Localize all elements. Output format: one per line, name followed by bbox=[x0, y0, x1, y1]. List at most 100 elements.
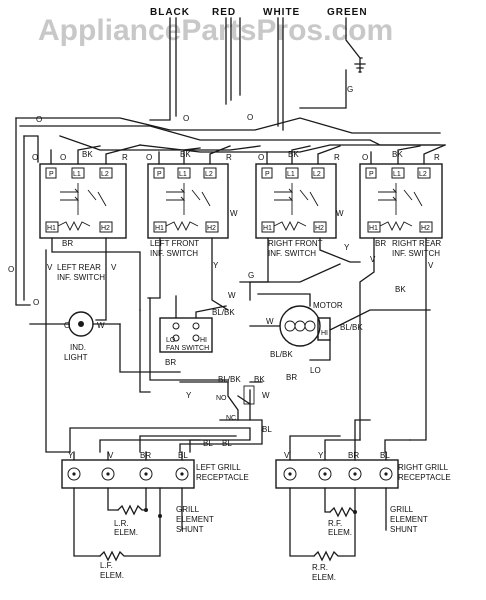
switch-lf-term-p: P bbox=[157, 171, 162, 178]
fan-switch-wire-blbk: BL/BK bbox=[212, 308, 235, 317]
fan-switch-hi: HI bbox=[200, 337, 207, 344]
switch-rr-wire-v: V bbox=[370, 255, 376, 264]
motor-label: MOTOR bbox=[313, 301, 343, 310]
rf-elem-line1: R.F. bbox=[328, 519, 342, 528]
switch-lr-wire-o: O bbox=[32, 153, 38, 162]
wire-code-orange-3: O bbox=[247, 113, 253, 122]
left-shunt-line3: SHUNT bbox=[176, 525, 204, 534]
lf-elem-line2: ELEM. bbox=[100, 571, 124, 580]
right-shunt-line1: GRILL bbox=[390, 505, 414, 514]
switch-rf-term-l2: L2 bbox=[313, 171, 321, 178]
switch-lr-wire-o2: O bbox=[60, 153, 66, 162]
switch-rr-term-l2: L2 bbox=[419, 171, 427, 178]
switch-rr-wire-o: O bbox=[362, 153, 368, 162]
switch-rf-term-h1: H1 bbox=[263, 225, 272, 232]
switch-lf-term-l1: L1 bbox=[179, 171, 187, 178]
ground-icon bbox=[354, 57, 366, 73]
right-rec-term-v: V bbox=[284, 451, 290, 460]
supply-label-white: WHITE bbox=[263, 7, 300, 18]
supply-label-red: RED bbox=[212, 7, 236, 18]
right-shunt-line2: ELEMENT bbox=[390, 515, 428, 524]
switch-wires bbox=[45, 144, 446, 453]
switch-rf-wire-bk: BK bbox=[288, 150, 299, 159]
relay bbox=[179, 381, 263, 431]
left-element-wiring bbox=[73, 487, 183, 562]
switch-rf-wire-w: W bbox=[336, 209, 344, 218]
switch-rf-wire-r: R bbox=[334, 153, 340, 162]
ind-light-line2: LIGHT bbox=[64, 353, 88, 362]
switch-rf-term-h2: H2 bbox=[315, 225, 324, 232]
switch-rf-wire-y: Y bbox=[344, 243, 350, 252]
motor-wire-g: G bbox=[248, 271, 254, 280]
switch-lf-term-h2: H2 bbox=[207, 225, 216, 232]
switch-lr-wire-v2: V bbox=[111, 263, 117, 272]
lr-elem-line2: ELEM. bbox=[114, 528, 138, 537]
switch-left-front: P L1 L2 H1 H2 bbox=[147, 163, 229, 239]
fan-switch bbox=[159, 295, 227, 353]
motor-term-hi: HI bbox=[321, 330, 328, 337]
left-rec-term-br: BR bbox=[140, 451, 151, 460]
switch-lf-wire-w: W bbox=[230, 209, 238, 218]
supply-wires bbox=[149, 17, 363, 131]
right-rec-line2: RECEPTACLE bbox=[398, 473, 451, 482]
ind-light-wire-o: O bbox=[64, 321, 70, 330]
switch-lr-term-h1: H1 bbox=[47, 225, 56, 232]
switch-right-rear: P L1 L2 H1 H2 bbox=[359, 163, 443, 239]
fan-switch-label: FAN SWITCH bbox=[166, 345, 209, 352]
wire-code-orange-2: O bbox=[183, 114, 189, 123]
ind-light-wire-w: W bbox=[97, 321, 105, 330]
switch-lr-line2: INF. SWITCH bbox=[57, 273, 105, 282]
right-rec-term-bl: BL bbox=[380, 451, 390, 460]
lr-elem-line1: L.R. bbox=[114, 519, 129, 528]
switch-lf-line2: INF. SWITCH bbox=[150, 249, 198, 258]
top-harness bbox=[15, 117, 446, 306]
switch-lf-wire-y: Y bbox=[213, 261, 219, 270]
left-rec-term-bl: BL bbox=[178, 451, 188, 460]
right-rec-term-br: BR bbox=[348, 451, 359, 460]
left-rec-term-y: Y bbox=[68, 451, 74, 460]
rf-elem-line2: ELEM. bbox=[328, 528, 352, 537]
lf-elem-line1: L.F. bbox=[100, 561, 113, 570]
motor-wire-br: BR bbox=[286, 373, 297, 382]
relay-wire-w: W bbox=[262, 391, 270, 400]
switch-rr-term-h2: H2 bbox=[421, 225, 430, 232]
relay-no: NO bbox=[216, 395, 227, 402]
switch-rf-term-p: P bbox=[265, 171, 270, 178]
switch-lr-term-l2: L2 bbox=[101, 171, 109, 178]
switch-lr-wire-v: V bbox=[47, 263, 53, 272]
switch-rr-line1: RIGHT REAR bbox=[392, 239, 441, 248]
switch-rr-term-h1: H1 bbox=[369, 225, 378, 232]
motor bbox=[249, 293, 431, 361]
switch-rr-wire-br: BR bbox=[375, 239, 386, 248]
left-rec-line1: LEFT GRILL bbox=[196, 463, 241, 472]
relay-wire-bl: BL bbox=[262, 425, 272, 434]
relay-wire-blbk: BL/BK bbox=[218, 375, 241, 384]
rr-elem-line2: ELEM. bbox=[312, 573, 336, 582]
switch-lr-wire-br: BR bbox=[62, 239, 73, 248]
left-grill-receptacle bbox=[61, 451, 195, 489]
switch-lr-wire-r: R bbox=[122, 153, 128, 162]
switch-lr-line1: LEFT REAR bbox=[57, 263, 101, 272]
relay-wire-y: Y bbox=[186, 391, 192, 400]
right-rec-term-y: Y bbox=[318, 451, 324, 460]
mid-harness bbox=[69, 297, 411, 453]
fan-switch-lo: LO bbox=[166, 337, 176, 344]
rr-elem-line1: R.R. bbox=[312, 563, 328, 572]
left-shunt-line1: GRILL bbox=[176, 505, 200, 514]
motor-wire-lo: LO bbox=[310, 366, 321, 375]
switch-rf-line2: INF. SWITCH bbox=[268, 249, 316, 258]
motor-wire-bk: BK bbox=[395, 285, 406, 294]
left-rec-line2: RECEPTACLE bbox=[196, 473, 249, 482]
wire-code-orange-4: O bbox=[8, 265, 14, 274]
switch-lf-wire-bk: BK bbox=[180, 150, 191, 159]
relay-wire-bk: BK bbox=[254, 375, 265, 384]
ind-light-line1: IND. bbox=[70, 343, 86, 352]
switch-right-front: P L1 L2 H1 H2 bbox=[255, 163, 337, 239]
motor-wire-blbk: BL/BK bbox=[340, 323, 363, 332]
switch-rr-wire-v2: V bbox=[428, 261, 434, 270]
switch-rf-line1: RIGHT FRONT bbox=[268, 239, 323, 248]
left-shunt-line2: ELEMENT bbox=[176, 515, 214, 524]
switch-lf-term-h1: H1 bbox=[155, 225, 164, 232]
